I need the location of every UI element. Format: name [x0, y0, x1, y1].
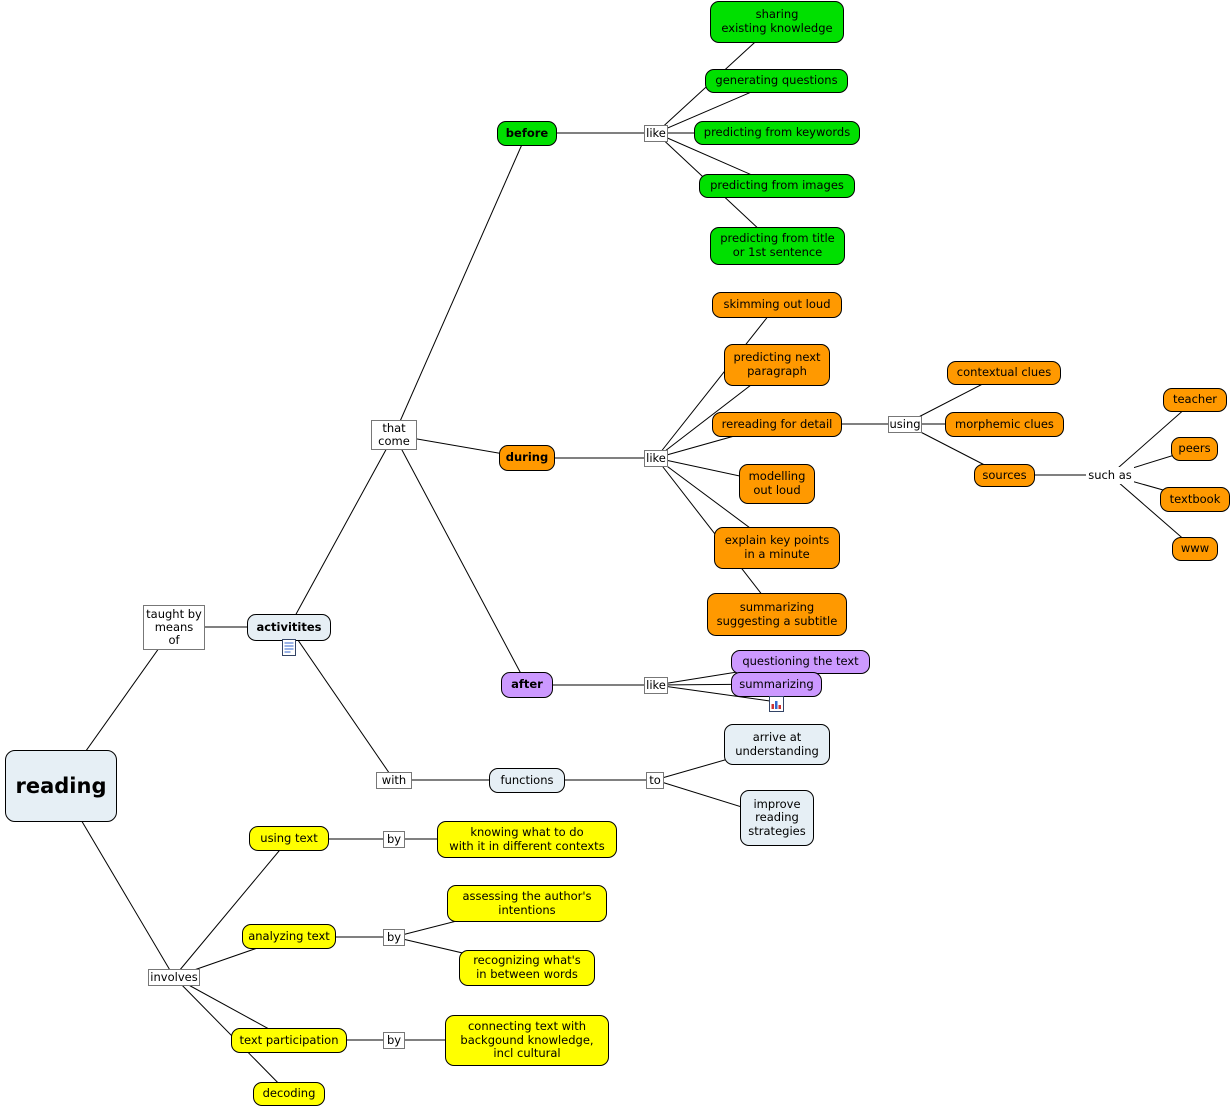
linking-phrase-like-before[interactable]: like — [644, 125, 668, 142]
linking-phrase-by-analyzing-text[interactable]: by — [383, 929, 405, 946]
node-recognizing-whats-in-between[interactable]: recognizing what's in between words — [459, 950, 595, 986]
node-summarizing[interactable]: summarizing — [731, 672, 822, 697]
node-predicting-from-images[interactable]: predicting from images — [699, 174, 855, 198]
node-sharing-existing-knowledge[interactable]: sharing existing knowledge — [710, 1, 844, 43]
node-decoding[interactable]: decoding — [253, 1082, 325, 1106]
node-knowing-what-to-do[interactable]: knowing what to do with it in different … — [437, 821, 617, 858]
node-www[interactable]: www — [1172, 537, 1218, 561]
linking-phrase-by-text-participation[interactable]: by — [383, 1032, 405, 1049]
node-predicting-from-keywords[interactable]: predicting from keywords — [694, 121, 860, 145]
linking-phrase-to[interactable]: to — [646, 772, 664, 789]
node-explain-key-points[interactable]: explain key points in a minute — [714, 527, 840, 569]
linking-phrase-such-as[interactable]: such as — [1086, 467, 1134, 484]
node-before[interactable]: before — [497, 121, 557, 146]
chart-icon[interactable] — [769, 696, 784, 712]
node-during[interactable]: during — [499, 445, 555, 471]
node-predicting-next-paragraph[interactable]: predicting next paragraph — [724, 344, 830, 386]
node-textbook[interactable]: textbook — [1160, 487, 1230, 512]
linking-phrase-involves[interactable]: involves — [148, 969, 200, 986]
document-icon[interactable] — [282, 639, 296, 656]
node-activitites[interactable]: activitites — [247, 614, 331, 641]
node-assessing-authors-intentions[interactable]: assessing the author's intentions — [447, 885, 607, 922]
linking-phrase-with[interactable]: with — [376, 772, 412, 789]
node-morphemic-clues[interactable]: morphemic clues — [945, 412, 1064, 437]
node-generating-questions[interactable]: generating questions — [705, 69, 848, 93]
node-contextual-clues[interactable]: contextual clues — [947, 361, 1061, 385]
node-rereading-for-detail[interactable]: rereading for detail — [712, 412, 842, 437]
node-connecting-text-background[interactable]: connecting text with backgound knowledge… — [445, 1015, 609, 1066]
linking-phrase-taught-by[interactable]: taught by means of — [143, 605, 205, 650]
node-sources[interactable]: sources — [974, 464, 1035, 487]
node-questioning-the-text[interactable]: questioning the text — [731, 650, 870, 674]
node-skimming-out-loud[interactable]: skimming out loud — [712, 292, 842, 318]
node-teacher[interactable]: teacher — [1163, 388, 1227, 412]
node-reading[interactable]: reading — [5, 750, 117, 822]
node-summarizing-suggesting-subtitle[interactable]: summarizing suggesting a subtitle — [707, 593, 847, 636]
linking-phrase-that-come[interactable]: that come — [371, 420, 417, 450]
node-after[interactable]: after — [501, 672, 553, 698]
node-analyzing-text[interactable]: analyzing text — [242, 924, 336, 949]
node-arrive-at-understanding[interactable]: arrive at understanding — [724, 724, 830, 765]
linking-phrase-like-after[interactable]: like — [644, 677, 668, 694]
node-peers[interactable]: peers — [1171, 437, 1218, 461]
linking-phrase-using[interactable]: using — [888, 416, 922, 433]
linking-phrase-like-during[interactable]: like — [644, 450, 668, 467]
node-functions[interactable]: functions — [489, 768, 565, 793]
node-improve-reading-strategies[interactable]: improve reading strategies — [740, 790, 814, 846]
node-text-participation[interactable]: text participation — [231, 1028, 347, 1053]
node-predicting-from-title[interactable]: predicting from title or 1st sentence — [710, 227, 845, 265]
node-modelling-out-loud[interactable]: modelling out loud — [739, 464, 815, 504]
node-using-text[interactable]: using text — [249, 826, 329, 851]
linking-phrase-by-using-text[interactable]: by — [383, 831, 405, 848]
